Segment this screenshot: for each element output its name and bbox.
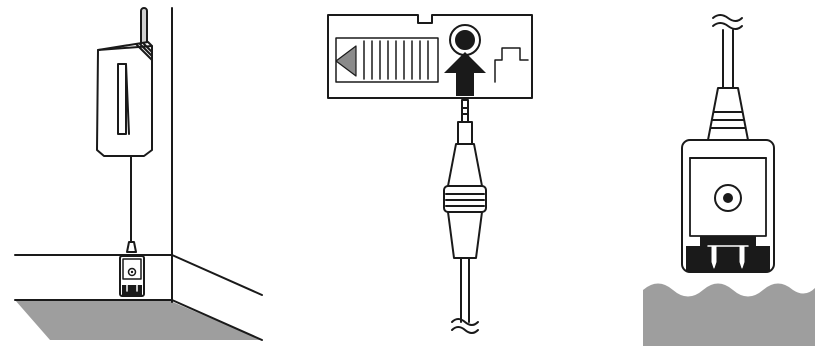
floor-edge-right	[171, 299, 263, 341]
device-housing	[327, 14, 533, 99]
battery-door-ribs	[363, 40, 429, 80]
housing-step-detail	[494, 47, 529, 83]
stereo-plug-icon	[443, 99, 487, 334]
cable-break-top	[712, 14, 743, 22]
floor-shading	[15, 300, 262, 340]
transmitter-unit-icon	[96, 41, 153, 157]
wall-floor-line-right	[171, 254, 263, 296]
eject-triangle-icon	[335, 45, 357, 77]
sensor-in-water-panel	[643, 14, 815, 346]
insert-arrow-icon	[444, 52, 486, 96]
jack-socket-icon	[449, 24, 481, 56]
installation-scene-panel	[14, 7, 263, 341]
water-sensor-large-icon	[681, 139, 775, 273]
water-surface	[643, 283, 815, 346]
sensor-strain-relief	[707, 87, 749, 141]
jack-connection-panel	[327, 14, 533, 334]
water-sensor-icon	[119, 241, 145, 297]
cable-break-bottom	[712, 22, 743, 30]
